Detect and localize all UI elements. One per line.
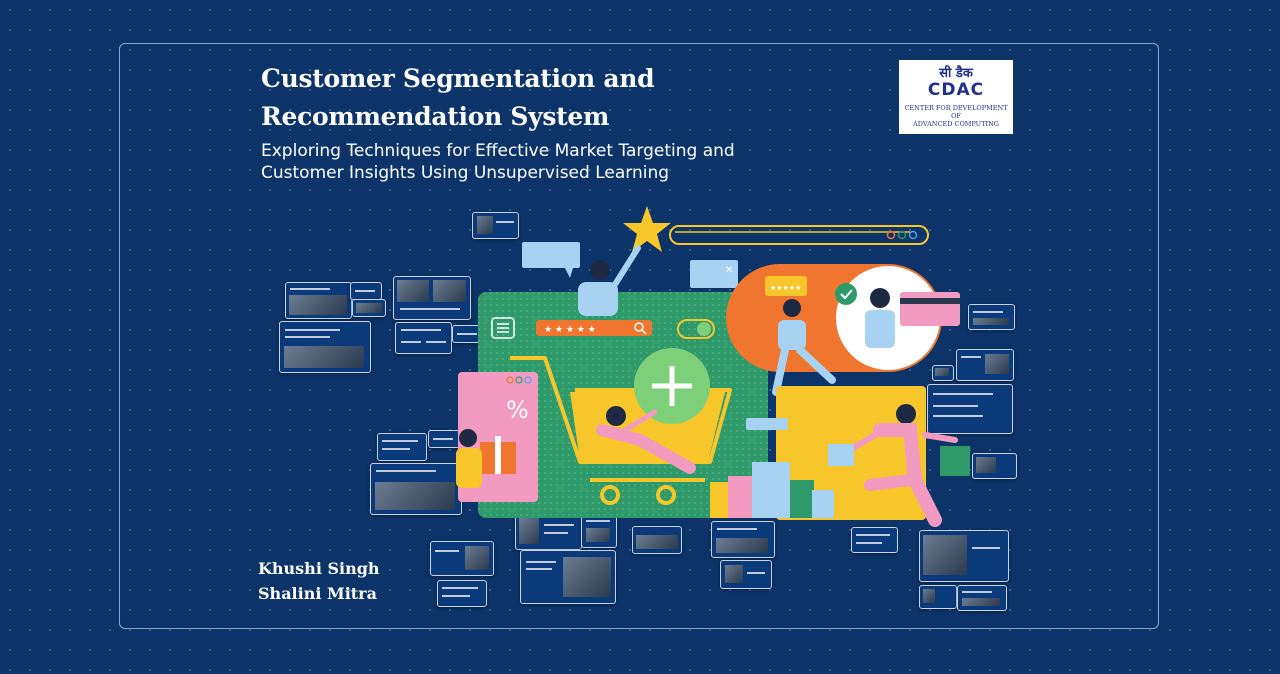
slide-thumbnail[interactable] (851, 527, 898, 553)
author-2: Shalini Mitra (258, 584, 377, 603)
author-1: Khushi Singh (258, 559, 380, 578)
slide-thumbnail[interactable] (472, 212, 519, 239)
svg-text:★★★★★: ★★★★★ (770, 284, 801, 292)
shopping-bags-icon (710, 462, 834, 518)
svg-text:✕: ✕ (725, 265, 733, 276)
slide-thumbnail[interactable] (430, 541, 494, 576)
slide-thumbnail[interactable] (932, 365, 954, 381)
percent-icon: % (506, 396, 529, 424)
slide-thumbnail[interactable] (711, 521, 775, 558)
slide-thumbnail[interactable] (919, 530, 1009, 582)
slide-thumbnail[interactable] (370, 463, 462, 515)
slide-thumbnail[interactable] (395, 322, 452, 354)
slide-thumbnail[interactable] (437, 580, 487, 607)
slide-thumbnail[interactable] (520, 550, 616, 604)
subtitle-line-2: Customer Insights Using Unsupervised Lea… (261, 163, 670, 183)
slide-thumbnail[interactable] (352, 299, 386, 317)
speech-bubble-icon (522, 242, 580, 268)
slide-thumbnail[interactable] (377, 433, 427, 461)
slide-thumbnail[interactable] (720, 560, 772, 589)
slide-thumbnail[interactable] (632, 526, 682, 554)
search-icon (536, 320, 652, 336)
slide-thumbnail[interactable] (350, 282, 382, 300)
svg-text:★ ★ ★ ★ ★: ★ ★ ★ ★ ★ (544, 325, 596, 335)
logo-mark: CDAC (927, 80, 985, 100)
slide-thumbnail[interactable] (393, 276, 471, 320)
logo-org-line-2: ADVANCED COMPUTING (913, 120, 999, 128)
checkmark-icon (835, 283, 857, 305)
star-icon (623, 206, 671, 252)
subtitle-line-1: Exploring Techniques for Effective Marke… (261, 141, 735, 161)
slide-thumbnail[interactable] (956, 349, 1014, 381)
slide-thumbnail[interactable] (927, 384, 1013, 434)
slide-thumbnail[interactable] (919, 585, 957, 609)
slide-thumbnail[interactable] (285, 282, 352, 319)
cdac-logo: सी डैक CDAC CENTER FOR DEVELOPMENT OF AD… (899, 60, 1013, 134)
presentation-frame (119, 43, 1159, 629)
slide-thumbnail[interactable] (957, 585, 1007, 611)
logo-hindi-text: सी डैक (939, 66, 973, 81)
slide-thumbnail[interactable] (968, 304, 1015, 330)
logo-org-line-1: CENTER FOR DEVELOPMENT OF (904, 104, 1008, 120)
title-line-2: Recommendation System (261, 102, 610, 131)
slide-thumbnail[interactable] (972, 453, 1017, 479)
slide-thumbnail[interactable] (279, 321, 371, 373)
credit-card-icon (900, 292, 960, 326)
title-line-1: Customer Segmentation and (261, 64, 655, 93)
marketing-illustration: ★ ★ ★ ★ ★ ✕ ★★★★★ % (456, 206, 970, 527)
menu-icon (491, 317, 515, 339)
